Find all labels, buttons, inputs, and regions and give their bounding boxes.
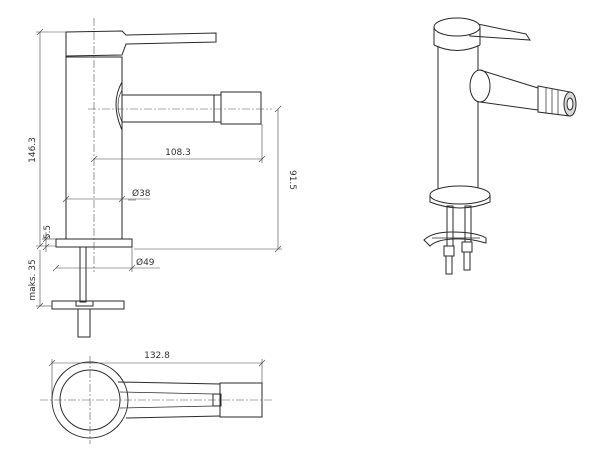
dim-base-thickness: 5.5 [43, 225, 53, 239]
side-view [51, 18, 272, 338]
perspective-view [423, 17, 577, 275]
side-spout-arm [122, 94, 214, 123]
side-dimensions: 146.3 5.5 maks. 35 108.3 Ø38 Ø49 [28, 28, 297, 310]
dim-spout-height: 91.5 [287, 170, 297, 190]
iso-spout-root [469, 69, 491, 103]
side-handle [65, 30, 217, 57]
iso-nut-right [461, 241, 473, 253]
dim-total-height: 146.3 [28, 137, 38, 163]
top-dimensions: 132.8 [48, 351, 266, 400]
iso-base [429, 185, 491, 205]
iso-body [437, 46, 479, 190]
side-mounting-stud [77, 308, 91, 338]
side-mounting-rod [79, 246, 87, 303]
iso-bracket [423, 231, 487, 247]
dim-max-mounting: maks. 35 [28, 259, 38, 300]
side-nozzle [220, 91, 262, 125]
side-spout-hub [115, 81, 123, 131]
iso-spout-arm [479, 69, 539, 111]
side-nozzle-joint [213, 94, 222, 123]
iso-nut-left [443, 245, 455, 257]
iso-stud-right [464, 205, 472, 243]
side-mounting-bracket [51, 300, 125, 310]
top-spout [117, 381, 221, 419]
iso-stud-left [446, 205, 454, 247]
dim-base-diameter: Ø49 [136, 257, 155, 268]
iso-top-cap [433, 17, 481, 37]
dim-top-length: 132.8 [144, 351, 170, 361]
top-view [40, 356, 272, 444]
dim-spout-reach: 108.3 [165, 148, 191, 158]
dim-body-diameter: Ø38 [132, 188, 151, 199]
